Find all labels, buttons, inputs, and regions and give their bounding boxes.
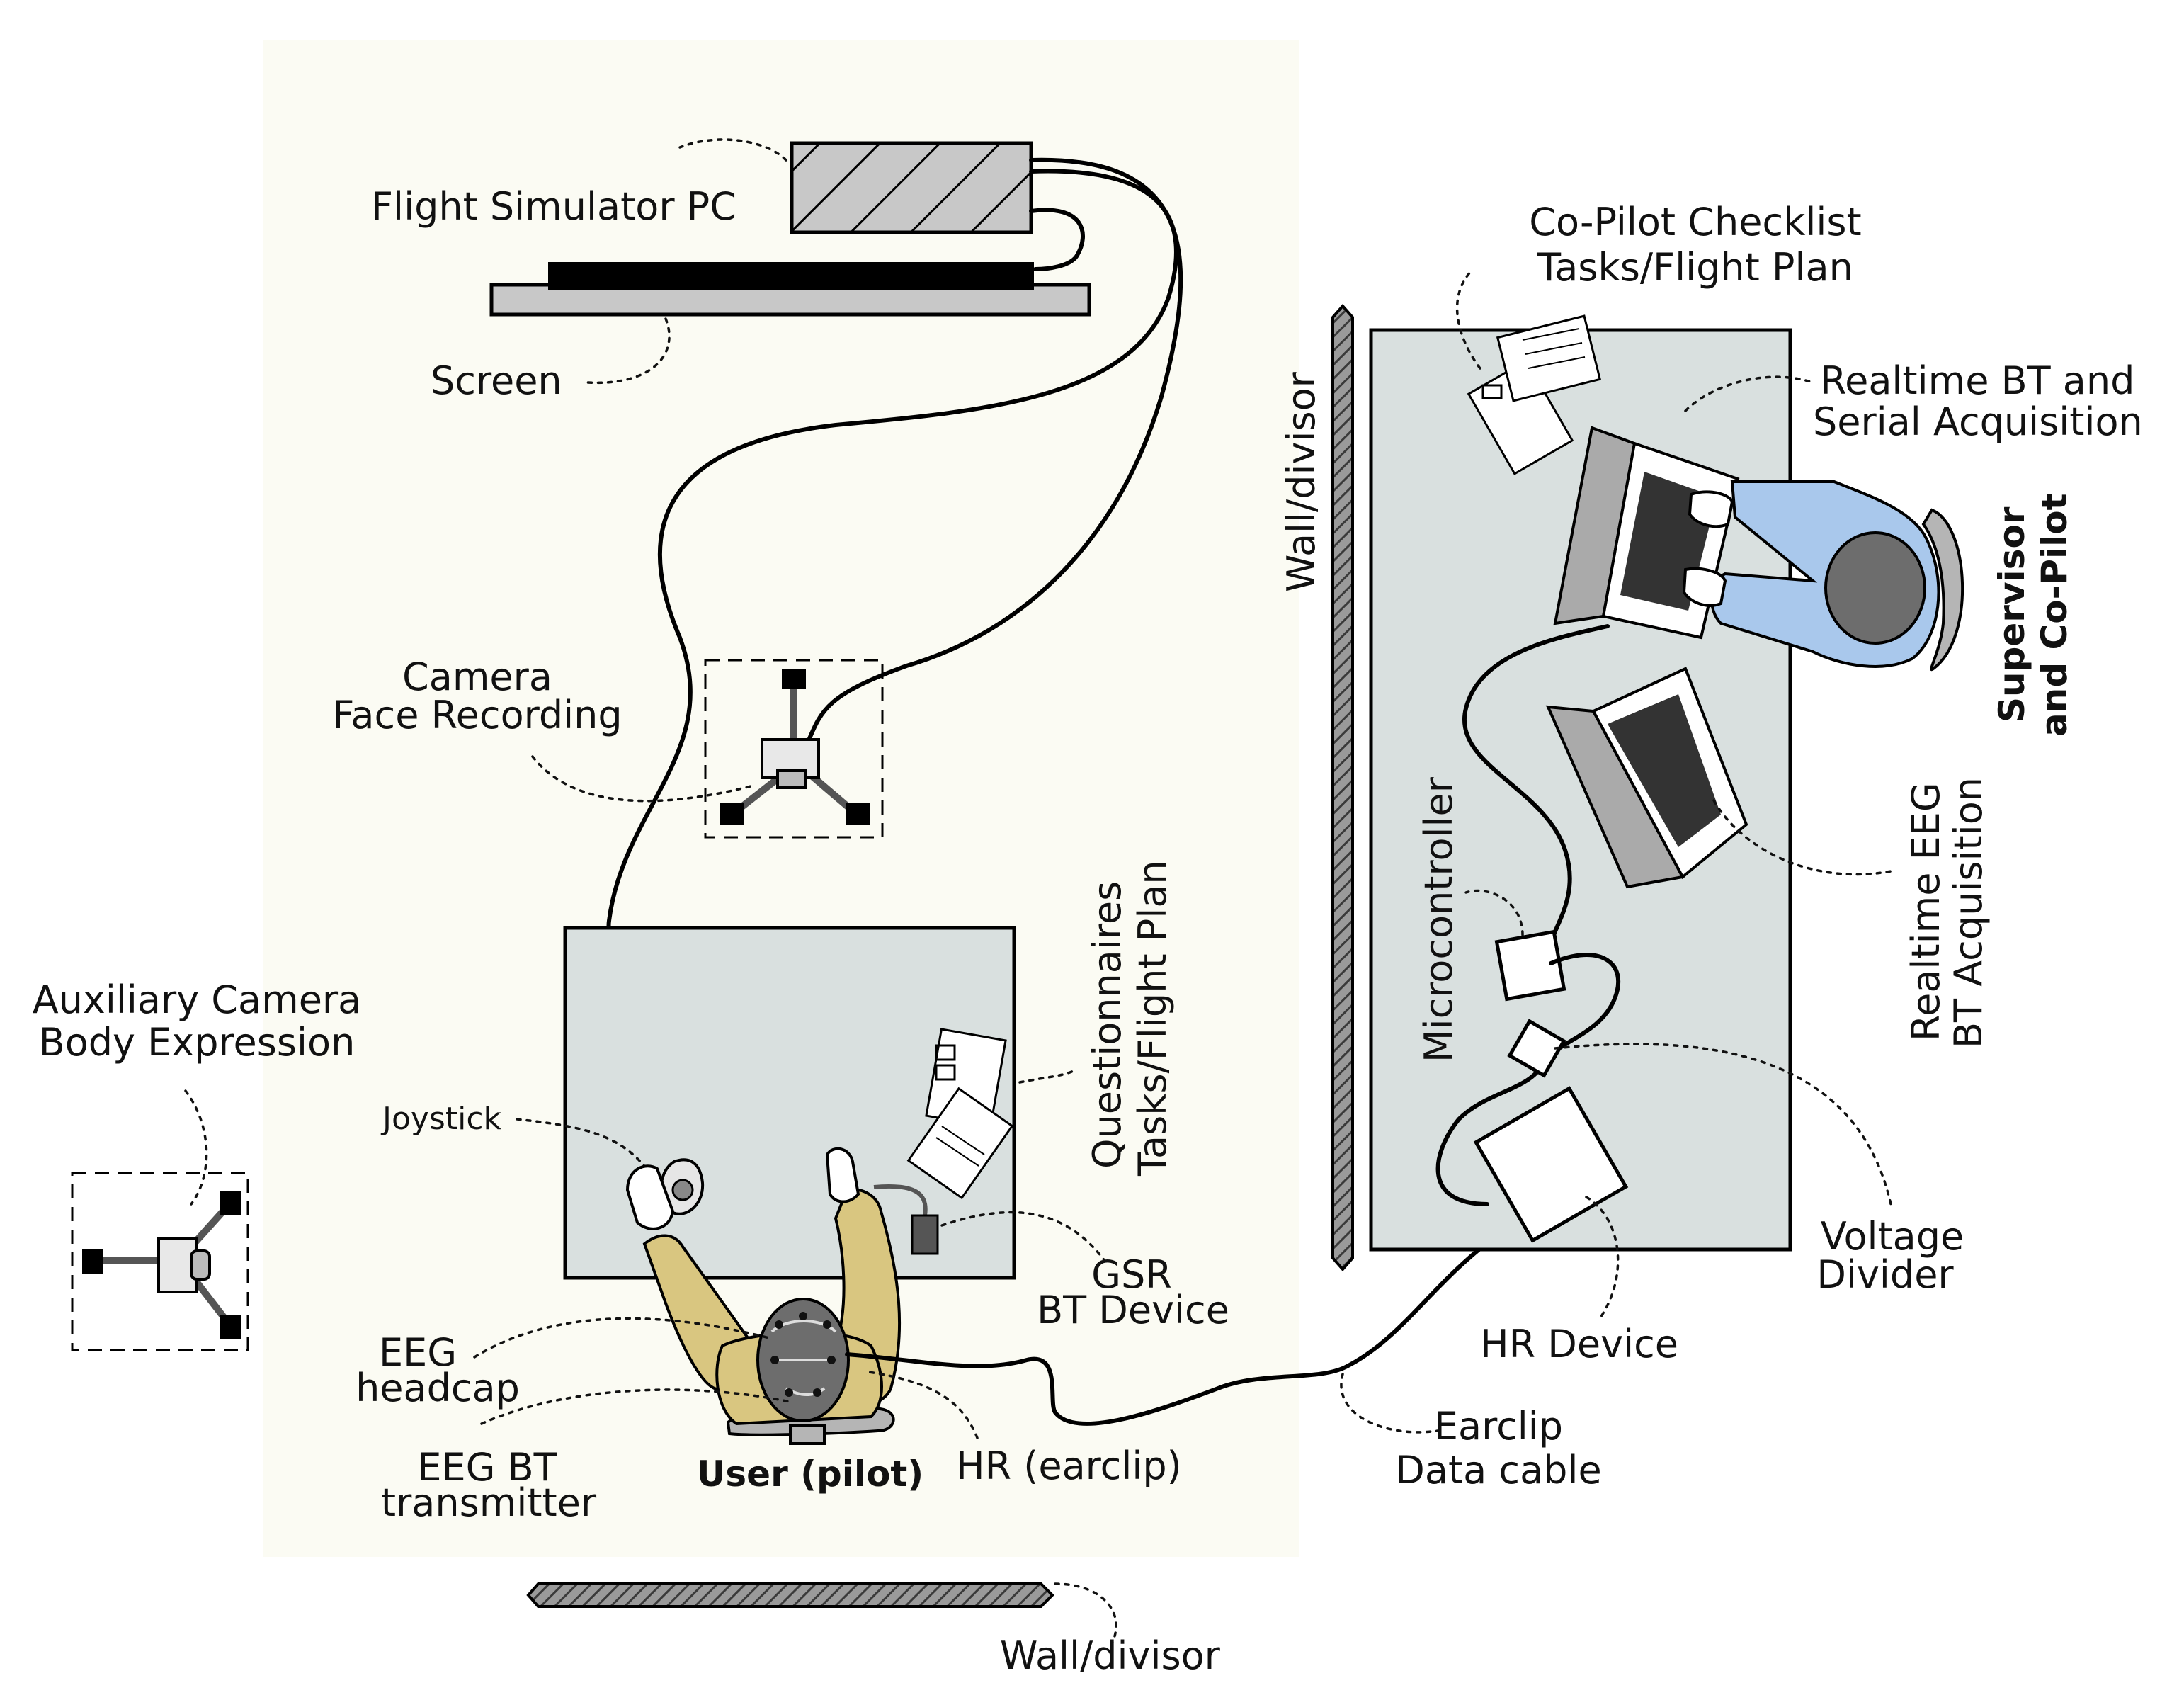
questionnaires-label-line2: Tasks/Flight Plan [1130,860,1175,1177]
wall-bottom-label: Wall/divisor [1000,1633,1221,1678]
supervisor-label-line2: and Co-Pilot [2034,493,2075,737]
face-camera [704,659,884,839]
realtime-bt-label-line2: Serial Acquisition [1813,400,2143,444]
voltage-divider-label-line2: Divider [1816,1252,1954,1297]
hr-device [1473,1086,1629,1243]
laptop-microcontroller-cable [1462,624,1610,944]
user-pilot-label: User (pilot) [697,1454,923,1495]
earclip-data-cable [845,1202,1553,1426]
hr-earclip-label: HR (earclip) [956,1444,1182,1488]
joystick-label: Joystick [380,1101,502,1137]
questionnaire-papers [906,1028,1014,1200]
laptop-eeg [1545,667,1748,889]
aux-camera-label-line1: Auxiliary Camera [33,978,361,1022]
eeg-bt-label-line1: EEG BT [417,1445,557,1490]
copilot-checklist-label-line1: Co-Pilot Checklist [1529,200,1861,244]
flight-pc-label: Flight Simulator PC [371,184,736,229]
earclip-cable-label-line1: Earclip [1434,1404,1563,1449]
flight-simulator-pc [790,141,1033,234]
simulator-screen [489,262,1091,317]
screen-label: Screen [431,358,562,403]
copilot-checklist-label-line2: Tasks/Flight Plan [1537,245,1853,290]
supervisor-label-line1: Supervisor [1991,506,2032,722]
copilot-figure [1682,480,1964,672]
earclip-cable-label-line2: Data cable [1395,1448,1601,1492]
pc-screen-cable [1029,208,1085,271]
pilot-figure [625,1147,902,1445]
questionnaires-label-line1: Questionnaires [1085,881,1130,1169]
gsr-label-line1: GSR [1091,1252,1172,1297]
gsr-label-line2: BT Device [1037,1288,1229,1332]
wall-vertical-label: Wall/divisor [1279,371,1324,592]
microcontroller [1494,929,1566,1002]
camera-label-line1: Camera [402,654,552,699]
aux-camera-label-line2: Body Expression [39,1020,356,1065]
microcontroller-label: Microcontroller [1416,776,1461,1062]
voltage-divider-label-line1: Voltage [1821,1214,1964,1259]
realtime-eeg-label-line1: Realtime EEG [1904,782,1948,1041]
eeg-headcap-label-line1: EEG [379,1330,457,1375]
realtime-bt-label-line1: Realtime BT and [1820,358,2134,403]
gsr-device [873,1184,939,1255]
hr-device-label: HR Device [1480,1322,1678,1366]
eeg-bt-label-line2: transmitter [381,1480,597,1525]
realtime-eeg-label-line2: BT Acquisition [1946,777,1991,1048]
vertical-wall [1331,303,1354,1272]
camera-label-line2: Face Recording [332,693,622,737]
bottom-wall [526,1582,1054,1608]
pc-camera-cable [805,157,1183,746]
auxiliary-camera [71,1172,249,1352]
voltage-divider [1507,1019,1566,1078]
copilot-checklist-papers [1467,314,1602,475]
eeg-headcap-label-line2: headcap [356,1366,520,1410]
